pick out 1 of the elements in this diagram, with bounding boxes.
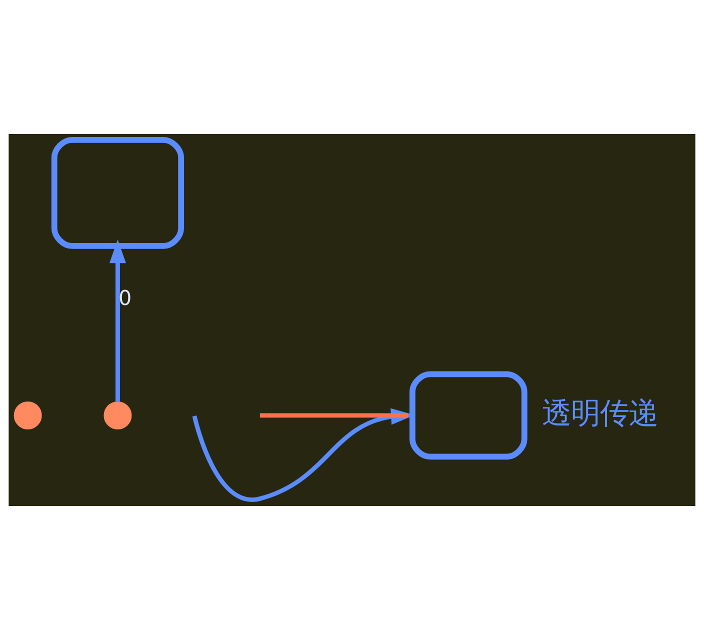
node-label: 透明传递 (542, 396, 658, 430)
